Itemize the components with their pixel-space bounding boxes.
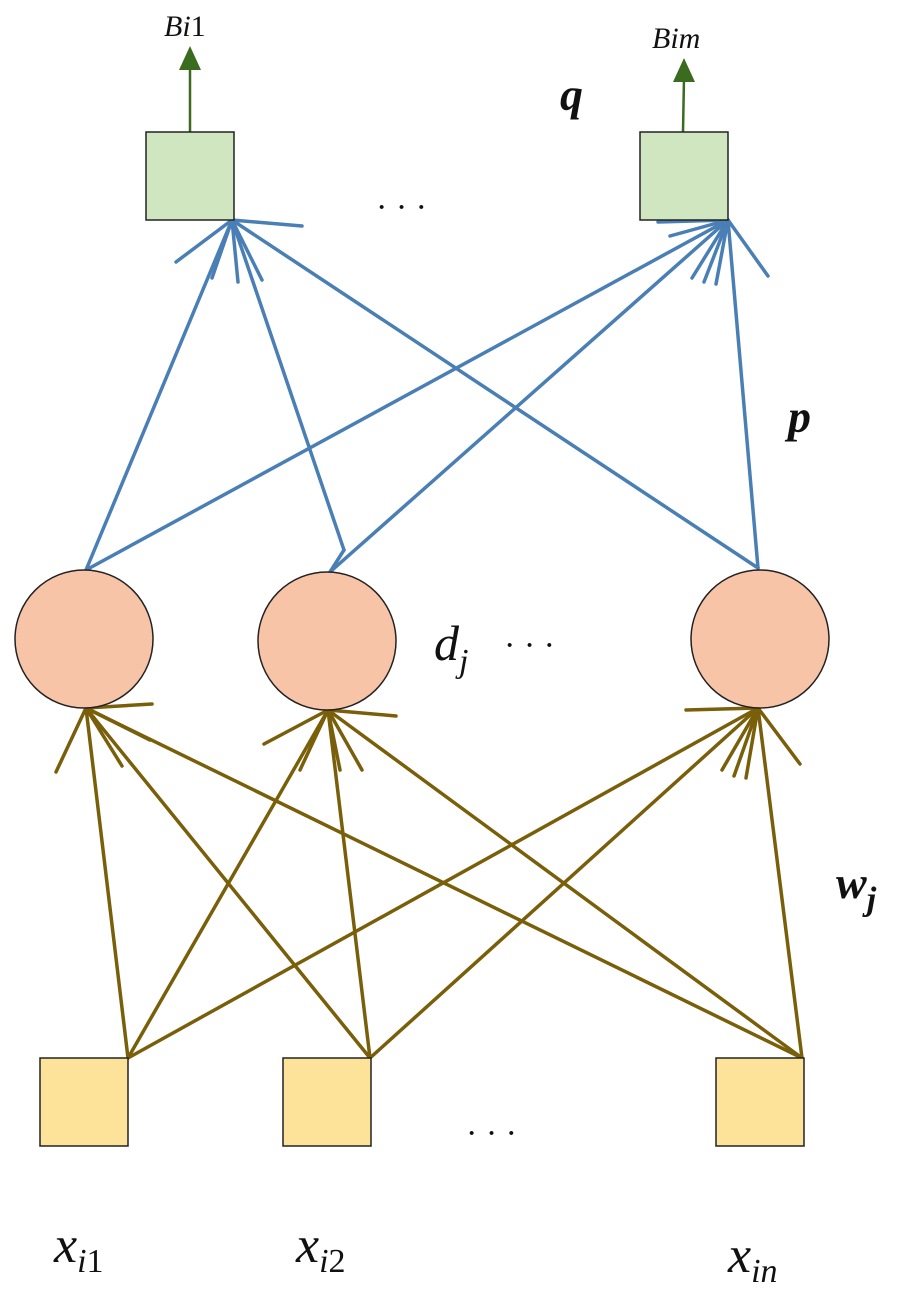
edge-xn-h3 — [756, 706, 804, 1060]
edge-h1-o1 — [84, 218, 234, 572]
output-node-m — [639, 131, 729, 221]
input-node-2 — [282, 1057, 372, 1147]
edge-h2-o2 — [328, 218, 730, 574]
edge-h1-o2 — [84, 218, 730, 572]
weight-label-p: p — [784, 391, 811, 442]
hidden-to-output-edges — [84, 218, 770, 574]
weight-label-q: q — [560, 69, 583, 120]
output-arrows — [179, 46, 695, 133]
edge-xn-h2 — [326, 708, 804, 1060]
edge-h2-o1 — [230, 218, 346, 552]
output-ellipsis: · · · — [376, 189, 427, 226]
edge-x1-h1 — [84, 706, 130, 1060]
output-node-1 — [145, 131, 235, 221]
input-label-2: xi2 — [295, 1217, 346, 1280]
input-to-hidden-edges — [54, 702, 804, 1060]
edge-x2-h2 — [326, 708, 372, 1060]
input-layer — [39, 1057, 805, 1147]
output-arrow-2-head — [673, 58, 695, 82]
input-label-1: xi1 — [53, 1217, 104, 1280]
hidden-node-2 — [257, 571, 397, 711]
hidden-layer — [14, 569, 830, 711]
output-label-m: Bim — [652, 22, 700, 55]
hidden-label-d: dj — [434, 615, 468, 680]
input-node-1 — [39, 1057, 129, 1147]
input-label-n: xin — [727, 1227, 778, 1290]
output-arrow-1-head — [179, 46, 201, 70]
hidden-ellipsis: · · · — [504, 627, 555, 664]
output-arrow-2-shaft — [681, 77, 686, 133]
edge-h3-o2 — [726, 218, 760, 570]
edge-stub-h2 — [328, 548, 346, 574]
output-label-1: Bi1 — [164, 10, 206, 43]
weight-label-w: wj — [836, 857, 877, 918]
arrowheads-output-1 — [174, 218, 304, 284]
arrowheads-hidden-1 — [54, 702, 154, 774]
edge-xn-h1 — [84, 706, 804, 1060]
edge-x2-h1 — [84, 706, 372, 1060]
arrowheads-hidden-2 — [262, 708, 398, 772]
arrowheads-hidden-3 — [684, 706, 802, 780]
hidden-node-1 — [14, 569, 154, 709]
output-layer — [145, 131, 729, 221]
input-ellipsis: · · · — [466, 1115, 517, 1152]
hidden-node-3 — [690, 569, 830, 709]
input-node-n — [715, 1057, 805, 1147]
edge-h3-o1 — [230, 218, 760, 570]
